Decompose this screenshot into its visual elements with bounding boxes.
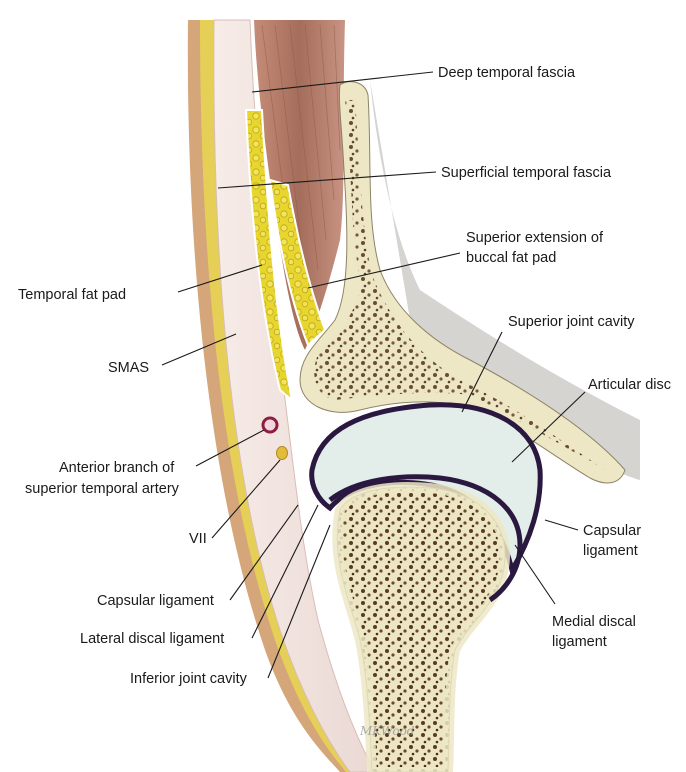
label-capsular-right-line2: ligament <box>583 543 638 559</box>
artist-signature: MKWood <box>359 724 415 738</box>
facial-nerve-vii <box>277 447 288 460</box>
leader-capsular-right <box>545 520 578 530</box>
label-deep-temporal-fascia: Deep temporal fascia <box>438 65 576 81</box>
label-medial-discal-line1: Medial discal <box>552 614 636 630</box>
label-anterior-branch-line2: superior temporal artery <box>25 481 180 497</box>
label-lateral-discal-ligament: Lateral discal ligament <box>80 631 224 647</box>
label-temporal-fat-pad: Temporal fat pad <box>18 287 126 303</box>
label-superior-joint-cavity: Superior joint cavity <box>508 314 635 330</box>
label-superior-extension-line2: buccal fat pad <box>466 250 556 266</box>
label-articular-disc: Articular disc <box>588 377 671 393</box>
label-vii: VII <box>189 531 207 547</box>
label-smas: SMAS <box>108 360 149 376</box>
label-capsular-left: Capsular ligament <box>97 593 214 609</box>
label-medial-discal-line2: ligament <box>552 634 607 650</box>
label-anterior-branch-line1: Anterior branch of <box>59 460 175 476</box>
label-inferior-joint-cavity: Inferior joint cavity <box>130 671 248 687</box>
label-superior-extension-line1: Superior extension of <box>466 230 604 246</box>
label-superficial-temporal-fascia: Superficial temporal fascia <box>441 165 612 181</box>
anterior-branch-artery <box>263 418 277 432</box>
label-capsular-right-line1: Capsular <box>583 523 641 539</box>
